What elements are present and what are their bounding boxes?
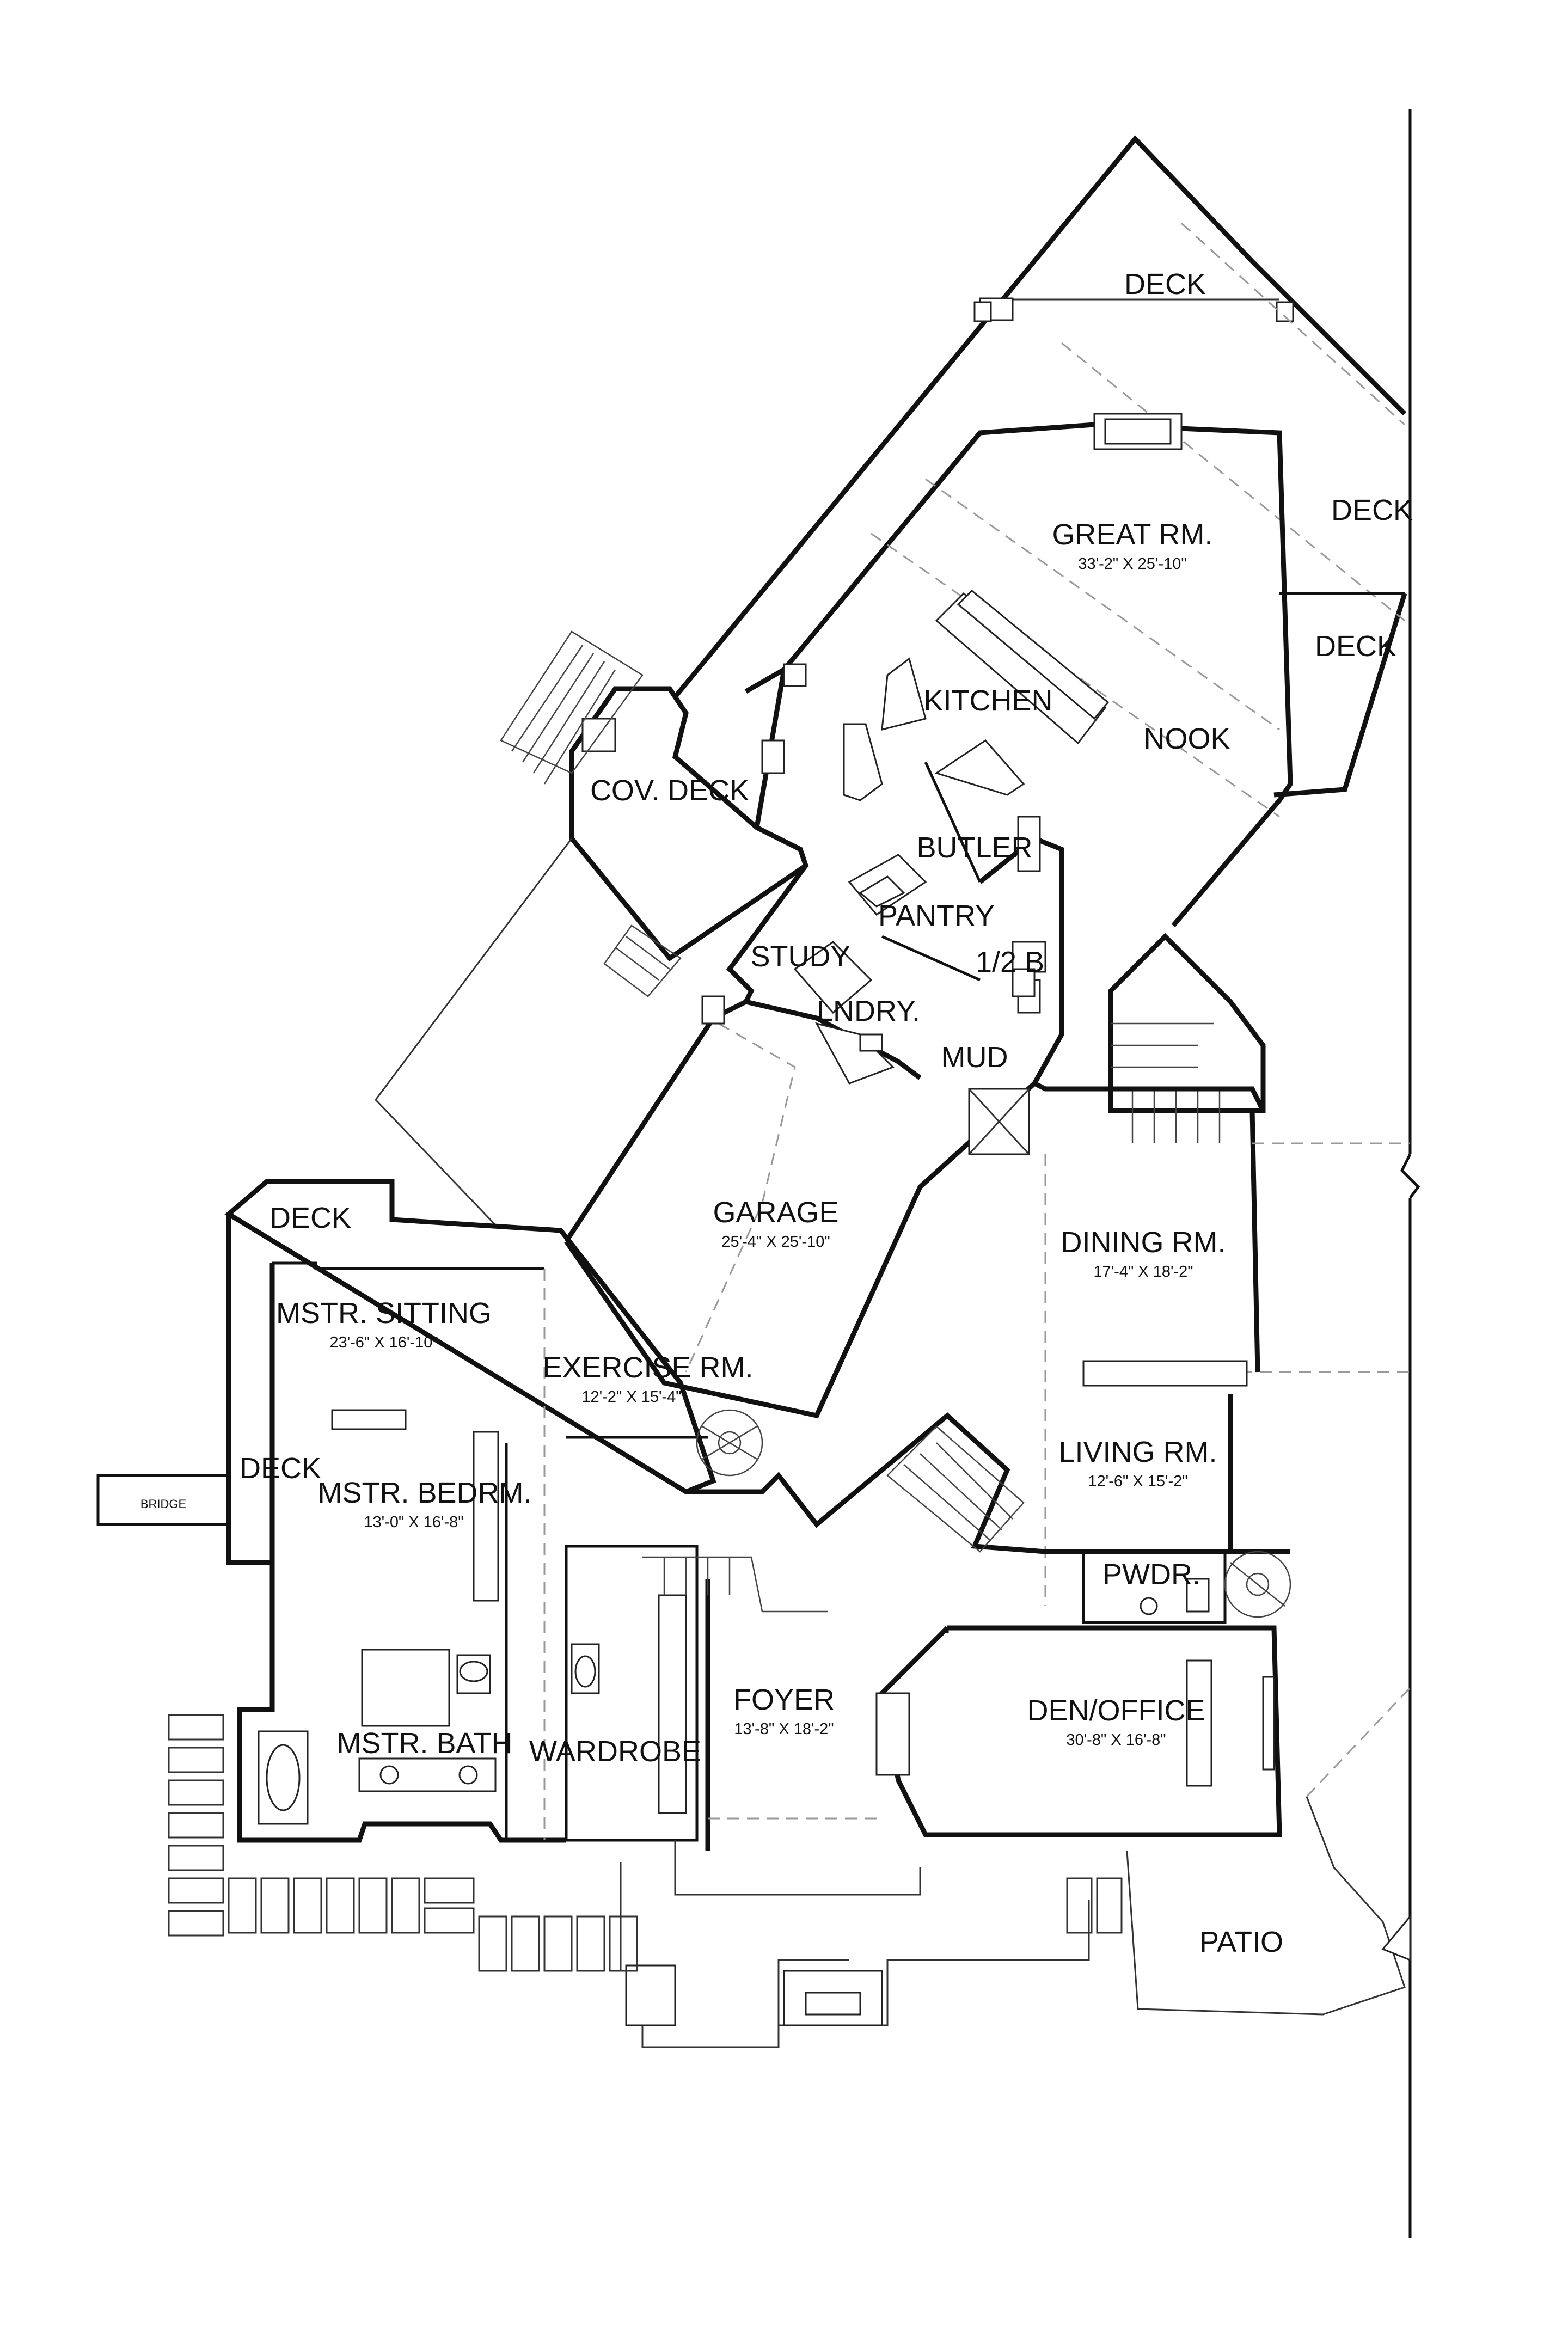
- half-bath-label: 1/2 B: [976, 946, 1044, 978]
- bridge-label: BRIDGE: [140, 1497, 186, 1511]
- patio-label: PATIO: [1199, 1926, 1283, 1958]
- exercise-rm-label: EXERCISE RM.: [542, 1351, 753, 1384]
- great-room-walls: [744, 413, 1405, 927]
- mud-label: MUD: [941, 1041, 1008, 1074]
- lower-deck-area: [375, 838, 682, 1226]
- study-label: STUDY: [750, 940, 850, 973]
- deck-right-lower-label: DECK: [1315, 630, 1396, 663]
- den-office-walls: [875, 1550, 1291, 1837]
- foyer-dim: 13'-8" X 18'-2": [734, 1720, 834, 1738]
- mstr-bedrm-dim: 13'-0" X 16'-8": [364, 1514, 463, 1531]
- garage-dim: 25'-4" X 25'-10": [721, 1233, 830, 1251]
- main-stair: [1108, 933, 1266, 1143]
- property-line: [1400, 109, 1420, 2238]
- mstr-bedrm-label: MSTR. BEDRM.: [317, 1477, 531, 1509]
- dining-room-dim: 17'-4" X 18'-2": [1093, 1263, 1193, 1281]
- foyer-label: FOYER: [733, 1683, 835, 1716]
- dining-room-label: DINING RM.: [1061, 1226, 1226, 1259]
- pantry-label: PANTRY: [878, 899, 995, 932]
- deck-top-label: DECK: [1124, 268, 1206, 301]
- exercise-rm-dim: 12'-2" X 15'-4": [581, 1388, 681, 1406]
- great-room-label: GREAT RM.: [1052, 518, 1212, 551]
- living-room-label: LIVING RM.: [1058, 1436, 1217, 1468]
- living-room-dim: 12'-6" X 15'-2": [1088, 1473, 1187, 1490]
- foyer-walls: [642, 1412, 1046, 1851]
- garage-walls: [564, 995, 1037, 1419]
- deck-right-upper-label: DECK: [1331, 494, 1413, 526]
- great-room-dim: 33'-2" X 25'-10": [1078, 555, 1186, 573]
- den-office-dim: 30'-8" X 16'-8": [1066, 1731, 1166, 1749]
- dining-living-walls: [1033, 1081, 1410, 1606]
- front-walk: [620, 1840, 1090, 2048]
- deck-master-label: DECK: [270, 1202, 351, 1234]
- mstr-bath-label: MSTR. BATH: [337, 1727, 513, 1760]
- upper-deck-outline: [673, 135, 1407, 798]
- laundry-label: LNDRY.: [817, 995, 920, 1027]
- nook-label: NOOK: [1143, 722, 1230, 755]
- master-wing-walls: [96, 1179, 763, 1843]
- service-core-walls: [726, 739, 1064, 1085]
- butler-label: BUTLER: [916, 831, 1032, 864]
- mstr-sitting-label: MSTR. SITTING: [276, 1297, 492, 1330]
- kitchen-label: KITCHEN: [923, 684, 1052, 717]
- deck-bridge-label: DECK: [240, 1452, 321, 1485]
- mstr-sitting-dim: 23'-6" X 16'-10": [329, 1334, 438, 1351]
- covered-deck: [500, 630, 809, 962]
- wardrobe-label: WARDROBE: [529, 1735, 701, 1768]
- pwdr-label: PWDR.: [1102, 1558, 1200, 1591]
- pavers: [168, 1714, 1123, 1972]
- patio-area: [1126, 1687, 1411, 2016]
- cov-deck-label: COV. DECK: [590, 774, 749, 807]
- garage-label: GARAGE: [713, 1196, 838, 1229]
- room-labels: DECK DECK DECK GREAT RM. 33'-2" X 25'-10…: [140, 268, 1413, 1958]
- den-office-label: DEN/OFFICE: [1027, 1694, 1205, 1727]
